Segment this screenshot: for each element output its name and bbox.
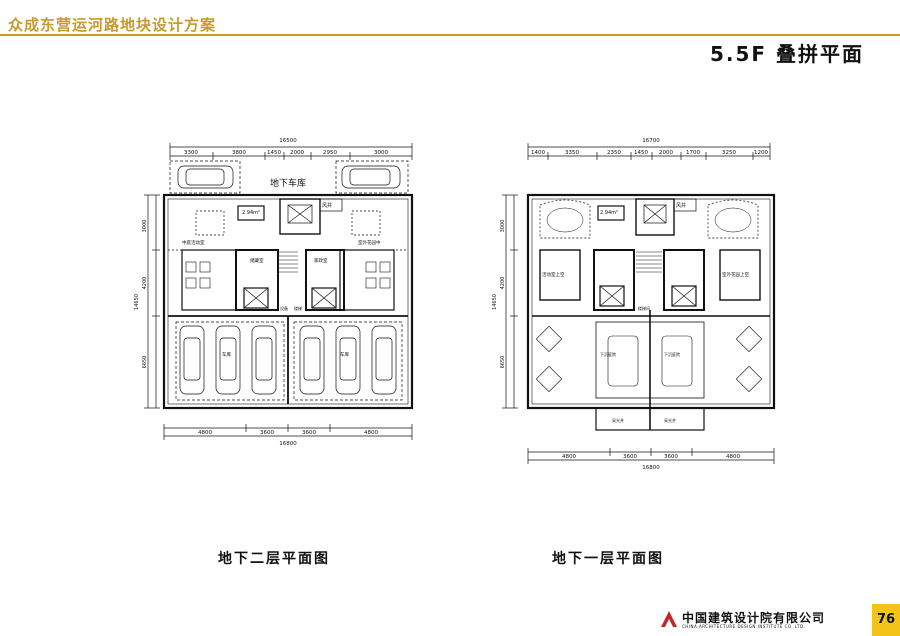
dim-left: 6650: [500, 356, 506, 369]
dim-bottom: 4800: [562, 454, 576, 460]
dim-top: 2000: [290, 150, 304, 156]
dim-left: 3000: [500, 220, 506, 233]
document-title: 众成东营运河路地块设计方案: [8, 16, 217, 34]
dim-top: 3350: [565, 150, 579, 156]
dim-top-total: 16500: [279, 138, 297, 144]
header-divider: [0, 34, 900, 36]
company-logo: 中国建筑设计院有限公司 CHINA ARCHITECTURE DESIGN IN…: [660, 608, 860, 634]
dim-bottom-total: 16800: [642, 465, 660, 471]
dim-top: 3800: [232, 150, 246, 156]
page-subtitle: 5.5F 叠拼平面: [709, 42, 864, 66]
dim-top: 1450: [634, 150, 648, 156]
room-label: 下沉庭院: [600, 351, 616, 357]
dim-top: 2000: [659, 150, 673, 156]
plan-b1: [502, 143, 776, 464]
area-label: 2.94m²: [242, 210, 260, 216]
area-label: 2.94m²: [600, 210, 618, 216]
dim-top: 1700: [686, 150, 700, 156]
room-label: 车库: [222, 351, 231, 358]
room-label: 储藏室: [250, 257, 264, 264]
room-label: 楼梯间: [638, 305, 650, 311]
dim-bottom: 3600: [664, 454, 678, 460]
dim-left: 3000: [142, 220, 148, 233]
dim-bottom-total: 16800: [279, 441, 297, 447]
dim-top: 3300: [184, 150, 198, 156]
plan-b1-labels: 16700 1400 3350 2350 1450 2000 1700 3250…: [492, 138, 768, 471]
dim-bottom: 4800: [198, 430, 212, 436]
company-name-en: CHINA ARCHITECTURE DESIGN INSTITUTE CO. …: [682, 624, 806, 629]
dim-bottom: 3600: [623, 454, 637, 460]
room-label: 中庭活动室: [182, 239, 205, 246]
room-label: 风井: [322, 202, 332, 209]
dim-bottom: 4800: [726, 454, 740, 460]
dim-top: 3000: [374, 150, 388, 156]
dim-bottom: 3600: [260, 430, 274, 436]
dim-top: 2950: [323, 150, 337, 156]
plan-b2: [144, 143, 414, 440]
room-label: 下沉庭院: [664, 351, 680, 357]
room-label: 家政室: [314, 257, 328, 264]
garage-label: 地下车库: [270, 177, 306, 189]
dim-top: 2350: [607, 150, 621, 156]
dim-bottom: 4800: [364, 430, 378, 436]
room-label: 设备: [280, 305, 288, 311]
dim-left: 4200: [500, 277, 506, 290]
caption-b1: 地下一层平面图: [552, 551, 664, 567]
room-label: 室外花园上空: [722, 271, 749, 278]
room-label: 活动室上空: [542, 271, 565, 278]
dim-top-total: 16700: [642, 138, 660, 144]
dim-left-total: 14650: [492, 294, 498, 310]
dim-top: 1400: [531, 150, 545, 156]
page-number: 76: [872, 604, 900, 636]
dim-top: 3250: [722, 150, 736, 156]
dim-top: 1450: [267, 150, 281, 156]
room-label: 风井: [676, 202, 686, 209]
company-logo-icon: [661, 611, 677, 627]
room-label: 采光井: [612, 417, 624, 423]
room-label: 车库: [340, 351, 349, 358]
company-name: 中国建筑设计院有限公司: [682, 611, 826, 625]
dim-bottom: 3600: [302, 430, 316, 436]
room-label: 室外花园中: [358, 239, 381, 246]
room-label: 楼梯: [294, 305, 302, 311]
caption-b2: 地下二层平面图: [218, 551, 330, 567]
dim-left: 6650: [142, 356, 148, 369]
plan-b2-labels: 16500 3300 3800 1450 2000 2950 3000 地下车库…: [134, 138, 388, 447]
dim-left-total: 14650: [134, 294, 140, 310]
room-label: 采光井: [664, 417, 676, 423]
dim-top: 1200: [754, 150, 768, 156]
dim-left: 4200: [142, 277, 148, 290]
